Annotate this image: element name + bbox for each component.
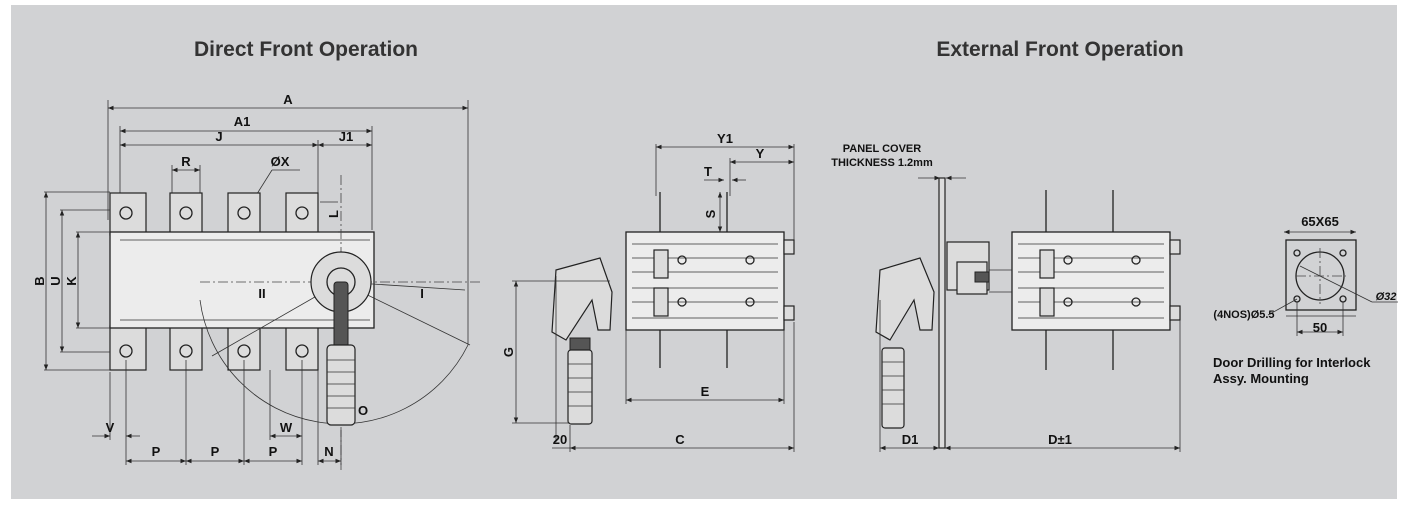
dim-label-Y1: Y1	[717, 131, 733, 146]
dim-label-OX: ØX	[271, 154, 290, 169]
dim-label-K: K	[64, 276, 79, 286]
dim-label-N: N	[324, 444, 333, 459]
dim-label-P1: P	[152, 444, 161, 459]
dim-label-20: 20	[553, 432, 567, 447]
panel-thickness-label: THICKNESS 1.2mm	[831, 157, 933, 169]
drill-spacing-label: 50	[1313, 320, 1327, 335]
title-direct-front-operation: Direct Front Operation	[194, 38, 418, 61]
dim-label-S: S	[703, 209, 718, 218]
dim-label-L: L	[326, 210, 341, 218]
dim-label-P2: P	[211, 444, 220, 459]
dim-label-O: O	[358, 403, 368, 418]
dim-label-P3: P	[269, 444, 278, 459]
side-view: Y1 Y T S G E C 20	[501, 131, 795, 452]
dim-label-A: A	[283, 92, 293, 107]
dim-label-J1: J1	[339, 129, 353, 144]
external-side-view: PANEL COVER THICKNESS 1.2mm	[831, 143, 1181, 452]
dim-label-II: II	[258, 286, 265, 301]
dim-label-Y: Y	[756, 146, 765, 161]
dim-label-W: W	[280, 420, 293, 435]
dim-label-B: B	[32, 276, 47, 285]
dim-label-J: J	[215, 129, 222, 144]
front-view: A A1 J J1 R ØX	[32, 92, 480, 470]
dim-label-G: G	[501, 347, 516, 357]
door-drilling-detail: 65X65 Ø32 (4NOS)Ø5.5 50 Door Drilling fo…	[1213, 214, 1398, 386]
dim-label-D-pm1: D±1	[1048, 432, 1072, 447]
dim-label-T: T	[704, 164, 712, 179]
dim-label-D1: D1	[902, 432, 919, 447]
dim-label-C: C	[675, 432, 685, 447]
dim-label-A1: A1	[234, 114, 251, 129]
dim-label-I: I	[420, 286, 424, 301]
title-external-front-operation: External Front Operation	[936, 38, 1183, 61]
dim-label-V: V	[106, 420, 115, 435]
drill-caption-line1: Door Drilling for Interlock	[1213, 355, 1371, 370]
dim-label-U: U	[48, 276, 63, 285]
dim-label-R: R	[181, 154, 191, 169]
drill-dia-label: Ø32	[1376, 291, 1397, 303]
dim-label-E: E	[701, 384, 710, 399]
drill-holes-label: (4NOS)Ø5.5	[1213, 309, 1274, 321]
drill-size-label: 65X65	[1301, 214, 1339, 229]
drill-caption-line2: Assy. Mounting	[1213, 371, 1309, 386]
panel-cover-label: PANEL COVER	[843, 143, 921, 155]
